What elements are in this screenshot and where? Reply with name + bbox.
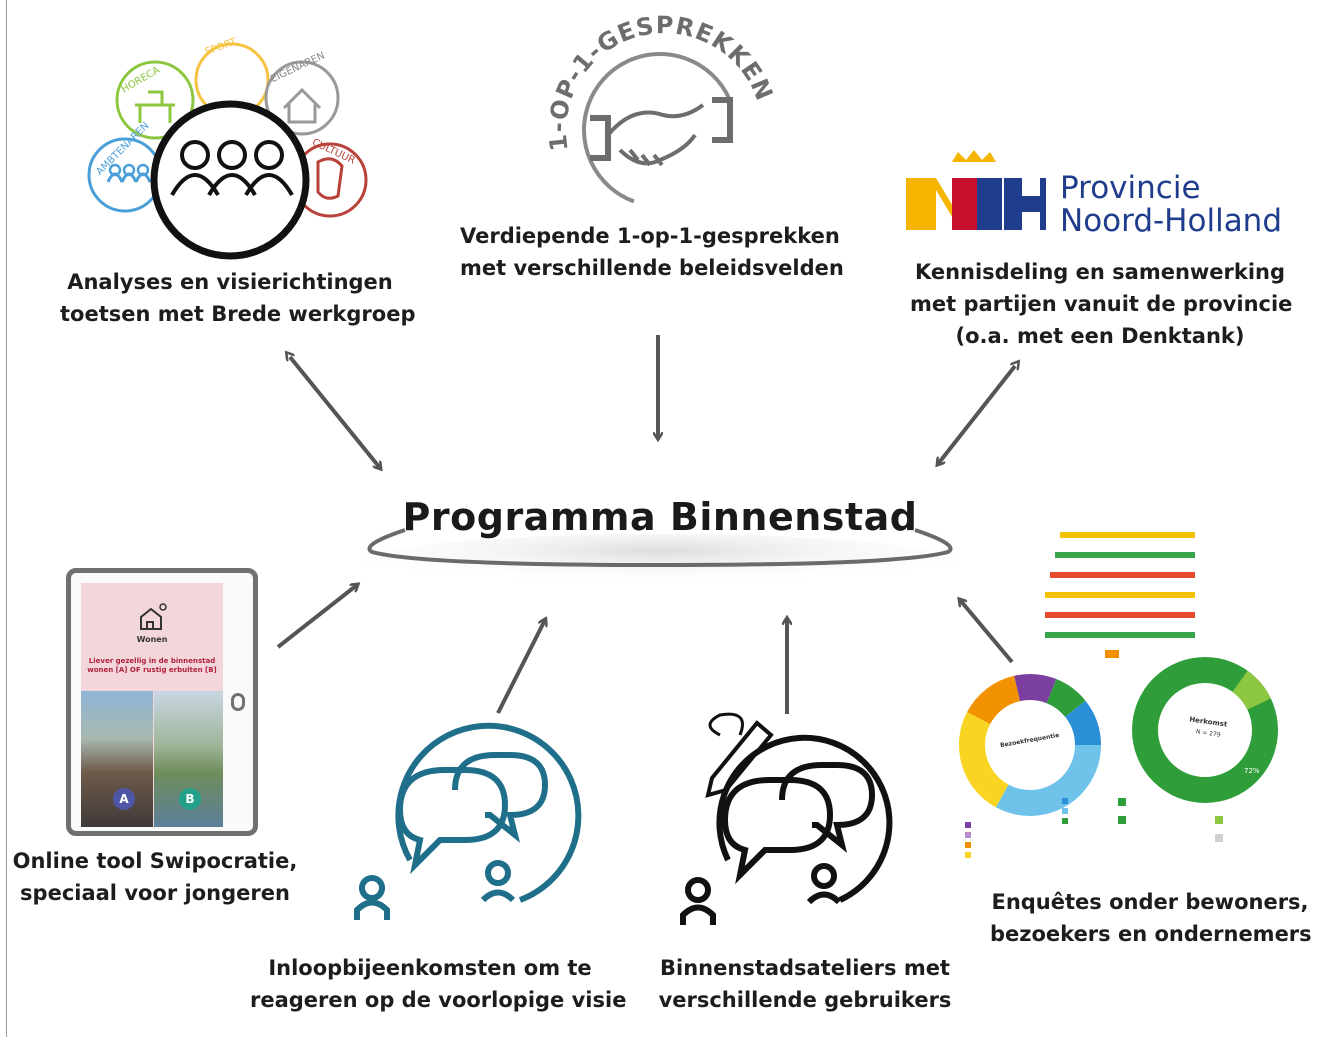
caption-inloop: Inloopbijeenkomsten om te reageren op de… — [250, 952, 627, 1016]
choice-a-button[interactable]: A — [113, 788, 135, 810]
survey-legend-swatches — [965, 798, 1223, 858]
arrow-enquetes — [960, 600, 1014, 664]
donut-right-label-1: Herkomst — [1189, 715, 1229, 728]
donut-chart-herkomst — [1132, 657, 1278, 803]
provincie-wordmark: Provincie Noord-Holland — [1060, 172, 1282, 238]
caption-ateliers-line2: verschillende gebruikers — [658, 988, 952, 1012]
ateliers-pencil-chat-icon — [680, 712, 893, 925]
caption-provincie-line3: (o.a. met een Denktank) — [955, 324, 1245, 348]
center-title: Programma Binnenstad — [402, 495, 918, 539]
choice-b-button[interactable]: B — [179, 788, 201, 810]
gesprekken-logo-text: 1-OP-1-GESPREKKEN — [544, 11, 779, 152]
survey-bar-chart-icon — [1045, 532, 1195, 658]
caption-werkgroep-line1: Analyses en visierichtingen — [67, 270, 393, 294]
caption-gesprekken-line1: Verdiepende 1-op-1-gesprekken — [460, 224, 840, 248]
caption-ateliers-line1: Binnenstadsateliers met — [660, 956, 950, 980]
caption-provincie-line2: met partijen vanuit de provincie — [910, 292, 1293, 316]
arrow-swipocratie — [276, 585, 357, 649]
caption-gesprekken-line2: met verschillende beleidsvelden — [460, 256, 844, 280]
provincie-wordmark-line1: Provincie — [1060, 170, 1201, 206]
werkgroep-badge-cluster — [87, 42, 368, 260]
center-shadow — [360, 534, 960, 590]
badge-label-eigenaren: EIGENAREN — [269, 50, 327, 85]
caption-swipocratie: Online tool Swipocratie, speciaal voor j… — [10, 845, 300, 909]
provincie-logo-icon — [906, 150, 1046, 230]
provincie-wordmark-line2: Noord-Holland — [1060, 203, 1283, 239]
badge-label-sport: SPORT — [204, 36, 239, 58]
caption-inloop-line1: Inloopbijeenkomsten om te — [268, 956, 592, 980]
gesprekken-logo-icon — [582, 52, 738, 208]
swipe-category: Wonen — [136, 635, 168, 644]
caption-enquetes-line1: Enquêtes onder bewoners, — [991, 890, 1309, 914]
swipe-question: Liever gezellig in de binnenstad wonen [… — [87, 657, 217, 674]
arrow-inloop — [496, 620, 545, 714]
arrow-werkgroep — [290, 357, 380, 468]
donut-chart-bezoekfrequentie — [959, 674, 1101, 816]
donut-right-label-2: N = 279 — [1195, 728, 1221, 738]
inloop-chat-icon — [354, 722, 582, 920]
caption-enquetes: Enquêtes onder bewoners, bezoekers en on… — [990, 886, 1312, 950]
donut-left-label: Bezoekfrequentie — [1000, 732, 1060, 749]
left-border-line — [6, 0, 7, 1037]
caption-enquetes-line2: bezoekers en ondernemers — [990, 922, 1312, 946]
tablet-screen: Wonen Liever gezellig in de binnenstad w… — [81, 583, 223, 827]
caption-provincie: Kennisdeling en samenwerking met partije… — [910, 256, 1293, 352]
house-trees-icon — [140, 603, 167, 630]
arrow-provincie — [938, 366, 1015, 464]
caption-inloop-line2: reageren op de voorlopige visie — [250, 988, 627, 1012]
caption-werkgroep: Analyses en visierichtingen toetsen met … — [60, 266, 416, 330]
caption-swipocratie-line1: Online tool Swipocratie, — [12, 849, 298, 873]
center-ellipse — [367, 528, 953, 568]
eigenaren-badge-icon — [264, 60, 340, 136]
caption-werkgroep-line2: toetsen met Brede werkgroep — [60, 302, 416, 326]
donut-right-pct: 72% — [1244, 767, 1260, 775]
caption-provincie-line1: Kennisdeling en samenwerking — [914, 260, 1286, 284]
caption-gesprekken: Verdiepende 1-op-1-gesprekken met versch… — [460, 220, 844, 284]
horeca-badge-icon — [115, 60, 195, 140]
caption-ateliers: Binnenstadsateliers met verschillende ge… — [650, 952, 960, 1016]
swipocratie-tablet: Wonen Liever gezellig in de binnenstad w… — [66, 568, 258, 836]
tablet-home-button — [231, 693, 245, 711]
caption-swipocratie-line2: speciaal voor jongeren — [20, 881, 290, 905]
